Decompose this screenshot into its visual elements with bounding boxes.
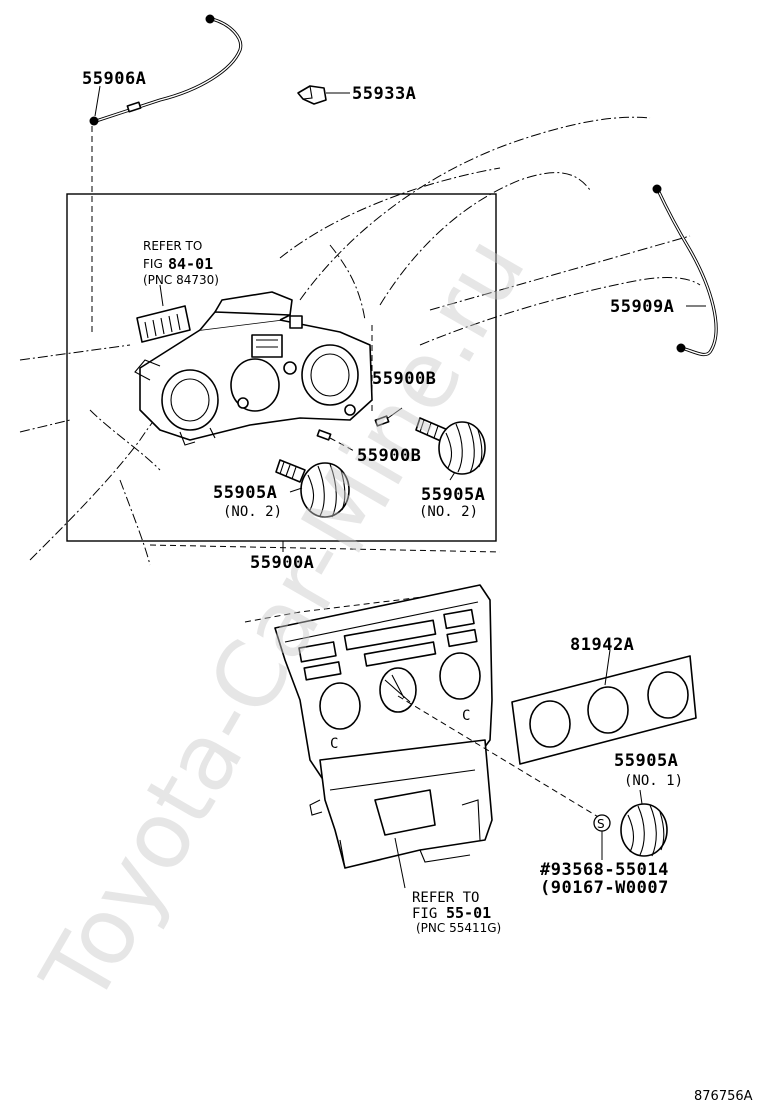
label-55905a-left: 55905A xyxy=(213,483,277,503)
clip-55933a xyxy=(297,85,350,105)
knob-55905a-right xyxy=(415,417,486,475)
mark-c-right: C xyxy=(462,708,470,724)
label-screw-alt: (90167-W0007 xyxy=(540,878,669,898)
label-screw-part: #93568-55014 xyxy=(540,860,669,880)
ref2-refer-to: REFER TO xyxy=(412,890,479,906)
label-55905a-no1-sub: (NO. 1) xyxy=(624,773,683,789)
label-55905a-left-sub: (NO. 2) xyxy=(223,504,282,520)
dashboard-outline xyxy=(19,116,701,566)
ref1-refer-to: REFER TO xyxy=(143,239,202,253)
ref1-pnc: (PNC 84730) xyxy=(143,273,219,287)
screw-symbol: S xyxy=(593,814,611,860)
ref2-pnc: (PNC 55411G) xyxy=(416,921,501,935)
ref1-fig-prefix: FIG xyxy=(143,257,163,271)
assembly-frame xyxy=(66,193,497,542)
label-55905a-right-sub: (NO. 2) xyxy=(419,504,478,520)
mark-c-left: C xyxy=(330,736,338,752)
cable-55909a xyxy=(652,184,718,357)
label-81942a: 81942A xyxy=(570,635,634,655)
label-55900b-lower: 55900B xyxy=(357,446,421,466)
center-cluster-panel: C C xyxy=(274,584,493,869)
label-55909a: 55909A xyxy=(610,297,674,317)
label-55905a-no1: 55905A xyxy=(614,751,678,771)
label-55906a: 55906A xyxy=(82,69,146,89)
label-55905a-right: 55905A xyxy=(421,485,485,505)
ref2-fig-number: 55-01 xyxy=(446,904,491,922)
screw-symbol-letter: S xyxy=(597,817,605,831)
heater-control-unit xyxy=(134,284,373,446)
figure-id: 876756A xyxy=(694,1089,753,1104)
ref2-fig-prefix: FIG xyxy=(412,906,437,922)
knob-55905a-no1 xyxy=(620,789,668,857)
cable-55906a xyxy=(89,14,243,335)
pins-55900b xyxy=(316,325,403,453)
label-55900a: 55900A xyxy=(250,553,314,573)
face-plate-81942a xyxy=(511,649,697,765)
label-55933a: 55933A xyxy=(352,84,416,104)
label-55900b-upper: 55900B xyxy=(372,369,436,389)
knob-55905a-left xyxy=(275,459,350,518)
ref1-fig-number: 84-01 xyxy=(168,255,213,273)
